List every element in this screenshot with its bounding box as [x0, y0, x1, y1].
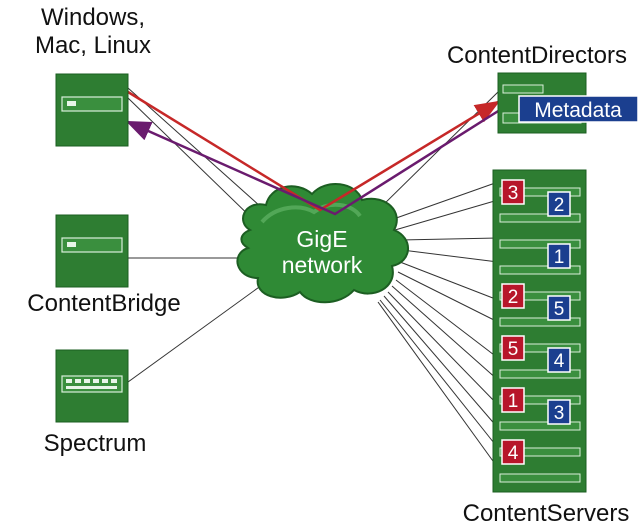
red-badge — [501, 387, 525, 413]
server-slot: 54 — [499, 335, 581, 379]
purple-arrow-to-workstation — [125, 106, 504, 216]
blue-badge — [547, 347, 571, 373]
red-badge-number: 1 — [508, 391, 519, 412]
content-directors-label: ContentDirectors — [446, 42, 628, 69]
blue-badge-number: 3 — [554, 403, 565, 424]
red-badge-number: 4 — [508, 443, 519, 464]
blue-badge-number: 5 — [554, 299, 565, 320]
server-slot: 1 — [499, 239, 581, 275]
red-badge-number: 3 — [508, 183, 519, 204]
server-slot: 4 — [499, 439, 581, 483]
metadata-badge — [518, 95, 639, 123]
workstation-device — [55, 73, 129, 147]
windows-label-line2: Mac, Linux — [34, 32, 152, 59]
content-directors-device: Metadata — [497, 72, 639, 134]
red-badge — [501, 439, 525, 465]
metadata-arrows — [125, 90, 504, 216]
content-bridge-label: ContentBridge — [27, 290, 181, 317]
spectrum-label: Spectrum — [43, 430, 147, 457]
content-bridge-device — [55, 214, 129, 288]
server-slot: 13 — [499, 387, 581, 431]
blue-badge — [547, 191, 571, 217]
red-badge-number: 2 — [508, 287, 519, 308]
windows-mac-linux-label: Windows, Mac, Linux — [28, 4, 158, 60]
red-badge — [501, 335, 525, 361]
blue-badge — [547, 243, 571, 269]
blue-badge-number: 1 — [554, 247, 565, 268]
blue-badge — [547, 295, 571, 321]
red-badge-number: 5 — [508, 339, 519, 360]
red-badge — [501, 179, 525, 205]
server-slot: 25 — [499, 283, 581, 327]
blue-badge — [547, 399, 571, 425]
blue-badge-number: 2 — [554, 195, 565, 216]
server-slot: 32 — [499, 179, 581, 223]
network-label-line1: GigE — [296, 226, 347, 252]
red-badge — [501, 283, 525, 309]
network-label-line2: network — [282, 252, 363, 278]
content-servers-label: ContentServers — [462, 500, 630, 527]
metadata-badge-label: Metadata — [534, 99, 622, 122]
red-arrow-to-directors — [127, 90, 501, 212]
spectrum-device — [55, 349, 129, 423]
windows-label-line1: Windows, — [40, 4, 146, 31]
blue-badge-number: 4 — [554, 351, 565, 372]
gige-network-cloud: GigE network — [236, 182, 409, 304]
